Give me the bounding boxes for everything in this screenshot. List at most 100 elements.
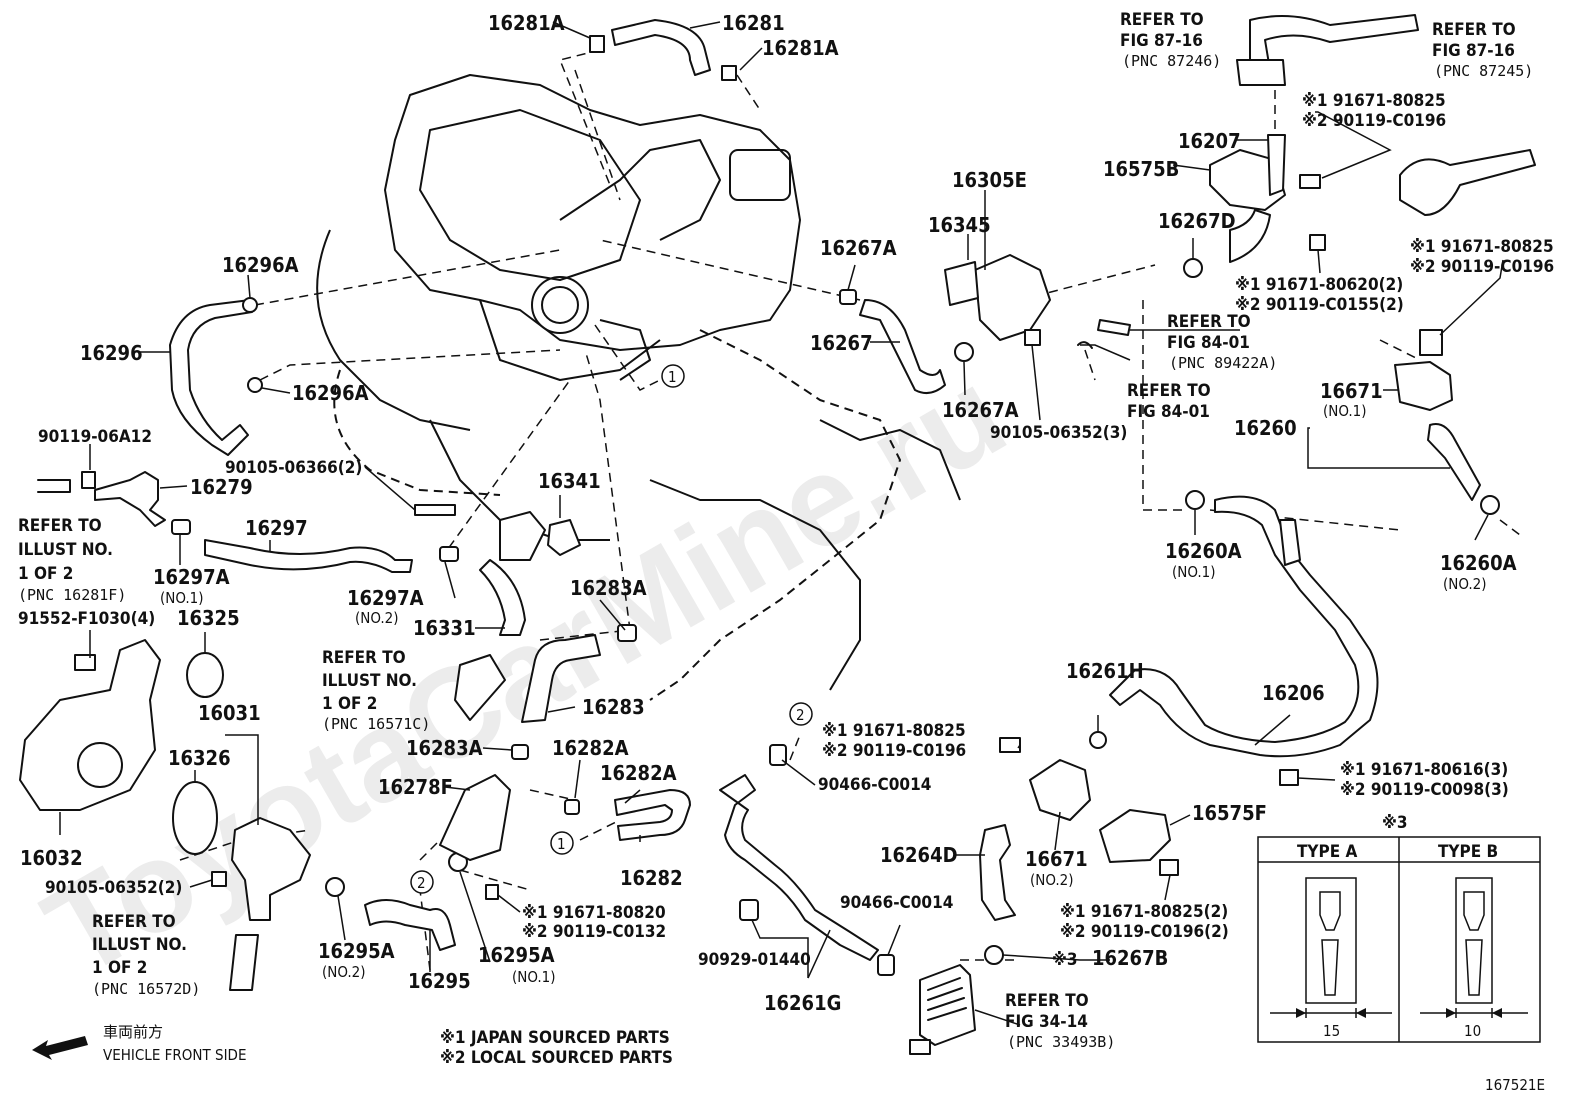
label-90466-C0014-a: 90466-C0014 <box>818 775 931 795</box>
label-90105-06352-b: 90105-06352(2) <box>45 878 182 898</box>
clamp-16296A-b <box>247 377 263 393</box>
label-16260A-no2: 16260A <box>1440 551 1517 575</box>
callout-2-a <box>789 702 813 726</box>
ref-illust-1-line4: (PNC 16281F) <box>18 586 126 604</box>
hose-16264D <box>979 824 1016 921</box>
legend-note-2: ※2 LOCAL SOURCED PARTS <box>440 1048 673 1068</box>
label-16264D: 16264D <box>880 843 958 867</box>
callout-text: 1 1 2 2 <box>417 368 805 892</box>
figure-id: 167521E <box>1485 1076 1545 1094</box>
label-91671-80825-a: ※1 91671-80825 <box>1302 91 1446 111</box>
bolt-91671-80820 <box>485 884 499 900</box>
outlet-16331 <box>499 511 546 561</box>
label-16206: 16206 <box>1262 681 1325 705</box>
label-16305E: 16305E <box>952 168 1027 192</box>
label-90119-C0196-c: ※2 90119-C0196 <box>822 741 966 761</box>
ref-84-01-a-line3: (PNC 89422A) <box>1169 354 1277 372</box>
label-16331: 16331 <box>413 616 476 640</box>
label-16207: 16207 <box>1178 129 1241 153</box>
label-90119-C0196-b: ※2 90119-C0196 <box>1410 257 1554 277</box>
hose-16331 <box>479 559 526 636</box>
label-16267A-a: 16267A <box>820 236 897 260</box>
clamp-16267B <box>984 945 1004 965</box>
ref-illust-2-line2: ILLUST NO. <box>322 671 417 691</box>
clamp-16283A-top <box>617 624 637 642</box>
inset-mark: ※3 <box>1382 813 1408 833</box>
label-90119-C0196-d: ※2 90119-C0196(2) <box>1060 922 1229 942</box>
label-16261G: 16261G <box>764 991 841 1015</box>
pipe-ref-16572D <box>229 934 259 991</box>
hose-ref-87246 <box>1249 14 1419 73</box>
label-16282A-2: 16282A <box>600 761 677 785</box>
ref-illust-3-line1: REFER TO <box>92 912 176 932</box>
hose-16267 <box>859 299 946 395</box>
pump-pulley <box>77 742 123 788</box>
inset-type-clamp: ※3 TYPE A TYPE B 15 10 <box>1257 813 1541 1043</box>
label-16296A-bottom: 16296A <box>292 381 369 405</box>
oil-cooler-fins <box>927 977 967 1021</box>
label-91671-80825-c: ※1 91671-80825 <box>822 721 966 741</box>
valve-16671-no1 <box>1394 361 1453 411</box>
inset-type-a: TYPE A <box>1297 842 1357 862</box>
label-16671-no2-sub: (NO.2) <box>1030 871 1074 889</box>
label-90466-C0014-b: 90466-C0014 <box>840 893 953 913</box>
clamp-type-b-art <box>1420 877 1528 1018</box>
bolt-91671-80825-b <box>1419 329 1443 356</box>
bracket-16575F <box>1099 809 1171 863</box>
label-90119-06A12: 90119-06A12 <box>38 427 152 447</box>
label-16326: 16326 <box>168 746 231 770</box>
label-16671-no1-sub: (NO.1) <box>1323 402 1367 420</box>
ref-illust-2-line4: (PNC 16571C) <box>322 715 430 733</box>
bolt-91552 <box>74 654 96 671</box>
label-16295A-no2: 16295A <box>318 939 395 963</box>
part-labels: 16281A 16281 16281A 16296A 16296 16296A … <box>18 11 1554 1015</box>
label-16267B: 16267B <box>1092 946 1168 970</box>
clamp-16297A-1 <box>171 519 191 535</box>
ref-87-16-b-line1: REFER TO <box>1432 20 1516 40</box>
clip-90466-C0014-b <box>877 954 895 976</box>
label-16295A-no1: 16295A <box>478 943 555 967</box>
gasket-16341 <box>547 519 581 556</box>
hose-16260 <box>1427 423 1481 501</box>
label-16031: 16031 <box>198 701 261 725</box>
callout-1-a <box>661 364 685 388</box>
hose-16207 <box>1229 209 1271 263</box>
label-91671-80825-d: ※1 91671-80825(2) <box>1060 902 1228 922</box>
ref-87-16-a-line2: FIG 87-16 <box>1120 31 1203 51</box>
label-16261H: 16261H <box>1066 659 1144 683</box>
label-16295A-no2-sub: (NO.2) <box>322 963 366 981</box>
ref-87-16-a-line1: REFER TO <box>1120 10 1204 30</box>
front-arrow-icon <box>32 1036 88 1060</box>
oil-cooler-port <box>909 1039 931 1055</box>
label-16278F: 16278F <box>378 775 453 799</box>
clamp-16297A-2 <box>439 546 459 562</box>
label-16296A: 16296A <box>222 253 299 277</box>
callout-1-a-text: 1 <box>668 368 677 386</box>
bolt-91671-80825-d <box>1159 859 1179 876</box>
bolt-90105-06366 <box>414 504 456 516</box>
label-90119-C0155: ※2 90119-C0155(2) <box>1235 295 1404 315</box>
front-direction-en: VEHICLE FRONT SIDE <box>103 1046 246 1064</box>
valve-16671-no2 <box>1029 759 1091 821</box>
bolt-91671-80825-a <box>1299 174 1321 189</box>
label-16267: 16267 <box>810 331 873 355</box>
bolt-90119-06A12 <box>81 471 96 489</box>
inset-type-b: TYPE B <box>1438 842 1498 862</box>
bracket-16279 <box>94 471 166 527</box>
callout-1-b <box>550 831 574 855</box>
callouts <box>410 364 813 894</box>
label-16281: 16281 <box>722 11 785 35</box>
legend: ※1 JAPAN SOURCED PARTS ※2 LOCAL SOURCED … <box>32 1023 1545 1094</box>
gasket-16325 <box>186 652 224 698</box>
label-16297A-no1-sub: (NO.1) <box>160 589 204 607</box>
ref-illust-1-line2: ILLUST NO. <box>18 540 113 560</box>
clamp-16281A-b <box>721 65 737 81</box>
callout-2-b-text: 2 <box>417 874 426 892</box>
hose-16283 <box>521 634 601 723</box>
legend-note-1: ※1 JAPAN SOURCED PARTS <box>440 1028 670 1048</box>
clamp-16296A-a <box>242 297 258 313</box>
label-16575B: 16575B <box>1103 157 1179 181</box>
label-16282: 16282 <box>620 866 683 890</box>
ref-illust-2-line1: REFER TO <box>322 648 406 668</box>
